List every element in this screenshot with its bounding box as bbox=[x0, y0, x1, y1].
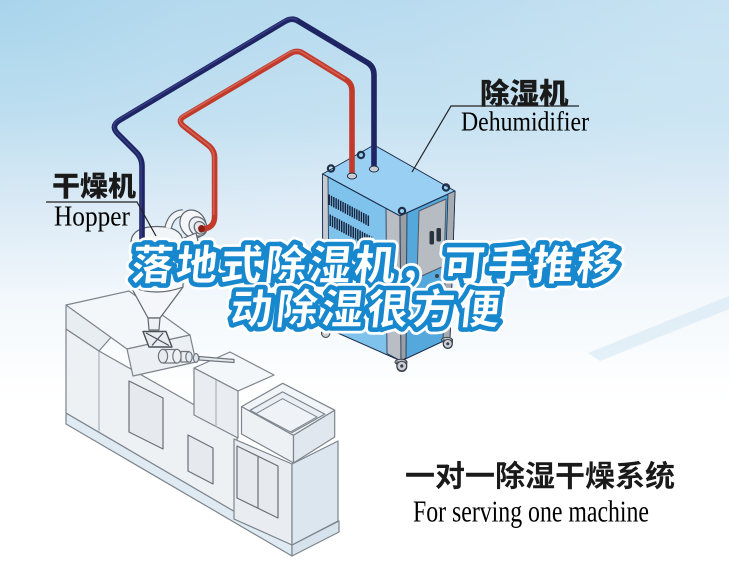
svg-text:Dehumidifier: Dehumidifier bbox=[461, 107, 589, 137]
svg-text:For serving one machine: For serving one machine bbox=[413, 494, 649, 529]
svg-text:Hopper: Hopper bbox=[54, 201, 130, 233]
